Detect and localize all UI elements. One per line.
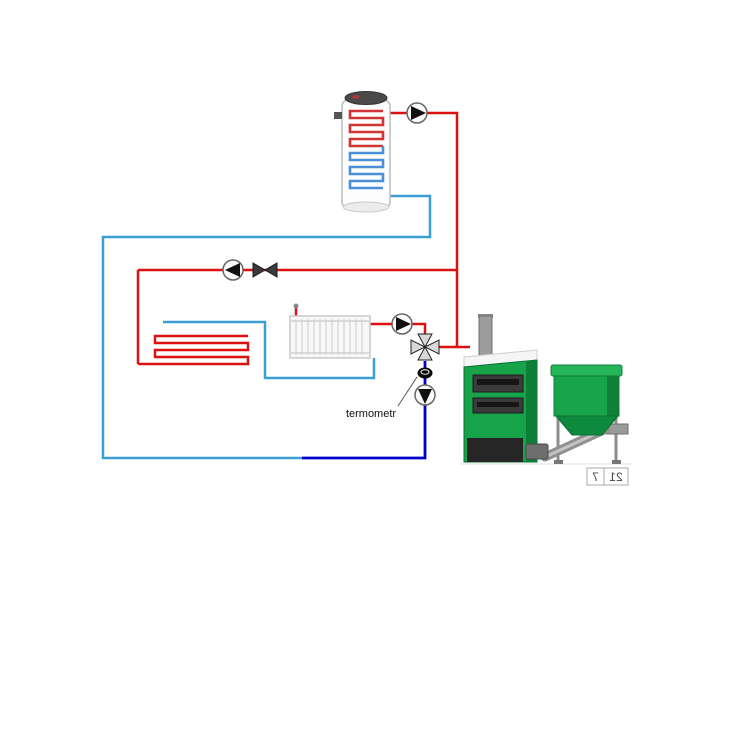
boiler-circulation-pump — [414, 384, 436, 406]
four-way-mixing-valve — [410, 333, 440, 361]
hopper-lid — [550, 364, 623, 377]
hopper-side-shade — [607, 376, 619, 416]
pump-arrow-icon — [225, 263, 240, 277]
tank-coil-hot — [348, 109, 385, 148]
pellet-hopper — [525, 364, 629, 464]
boiler-middle-door-slot — [477, 402, 519, 407]
thermometer-label: termometr — [346, 408, 396, 420]
boiler-side-shade — [526, 360, 537, 462]
pipe-supply-tank-to-valve — [389, 111, 459, 347]
pump-arrow-icon — [411, 106, 426, 120]
boiler-ash-opening — [467, 438, 523, 462]
auger-motor — [525, 443, 549, 460]
tank-top-cap — [344, 91, 388, 105]
pipe-radiator-to-valve — [370, 322, 427, 334]
tank-circulation-pump — [406, 102, 428, 124]
radiator-fins — [295, 319, 363, 355]
pipe-loop-return — [163, 320, 376, 380]
thermometer — [417, 367, 433, 379]
tank-side-connector — [334, 112, 342, 119]
buffer-tank-with-coil — [334, 91, 391, 213]
air-vent-icon — [293, 303, 299, 309]
pipe-tank-return — [101, 194, 432, 460]
hopper-funnel — [554, 415, 620, 436]
valve-right-cone — [264, 262, 278, 278]
hopper-foot-left — [554, 460, 563, 464]
thermometer-pointer-line — [397, 376, 418, 407]
valve-west-cone — [410, 339, 427, 355]
thermometer-dial — [420, 369, 430, 375]
tank-coil-cold — [348, 146, 385, 190]
underfloor-heating-loop — [138, 334, 250, 366]
valve-north-cone — [417, 333, 433, 349]
radiator — [289, 315, 371, 359]
solid-fuel-boiler — [460, 314, 632, 465]
distribution-pump — [222, 259, 244, 281]
mirrored-stamp: 7 21 — [586, 467, 629, 486]
hopper-foot-right — [612, 460, 621, 464]
shutoff-valve — [252, 262, 278, 278]
pipe-network — [101, 111, 470, 460]
valve-left-cone — [252, 262, 266, 278]
boiler-upper-door-slot — [477, 379, 519, 385]
valve-south-cone — [417, 345, 433, 361]
stamp-text-left: 7 — [592, 470, 599, 484]
thermometer-body — [417, 367, 433, 379]
stamp-box-right — [603, 467, 629, 486]
radiator-circulation-pump — [391, 313, 413, 335]
pump-arrow-icon — [396, 317, 411, 331]
stamp-text-right: 21 — [609, 470, 623, 484]
valve-east-cone — [423, 339, 440, 355]
pump-arrow-icon — [418, 389, 432, 404]
tank-bottom — [342, 201, 390, 213]
tank-cap-detail — [352, 95, 360, 99]
